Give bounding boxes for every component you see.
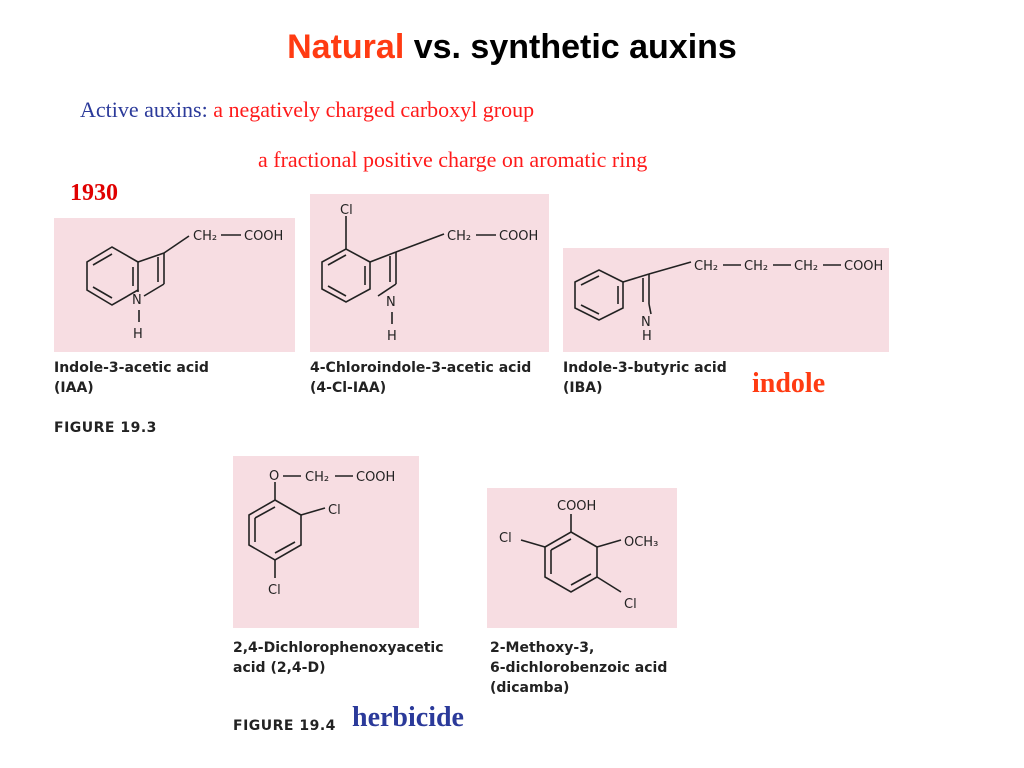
iaa-cooh-label: COOH <box>244 229 283 244</box>
dicamba-structure: COOH Cl OCH₃ Cl <box>499 499 658 612</box>
dicamba-cl1-label: Cl <box>499 531 512 546</box>
iaa-h-label: H <box>133 327 143 342</box>
cl-iaa-structure-panel: Cl N H CH₂ COOH <box>310 194 549 352</box>
iaa-name: Indole-3-acetic acid <box>54 360 209 376</box>
dicamba-name-line-3: (dicamba) <box>490 680 570 696</box>
title-rest: vs. synthetic auxins <box>404 28 737 66</box>
cl-iaa-h-label: H <box>387 329 397 344</box>
cl-iaa-cooh-label: COOH <box>499 229 538 244</box>
iba-h-label: H <box>642 329 652 344</box>
year-label: 1930 <box>70 180 118 206</box>
dicamba-name-line-1: 2-Methoxy-3, <box>490 640 595 656</box>
iaa-n-label: N <box>132 293 142 308</box>
intro-point-2: a fractional positive charge on aromatic… <box>258 147 648 172</box>
cl-iaa-structure: Cl N H CH₂ COOH <box>321 203 538 344</box>
24d-structure: O CH₂ COOH Cl Cl <box>248 469 395 598</box>
dicamba-structure-panel: COOH Cl OCH₃ Cl <box>487 488 677 628</box>
cl-iaa-abbr: (4-Cl-IAA) <box>310 380 387 396</box>
figure-19-3-label: FIGURE 19.3 <box>54 420 157 436</box>
iba-cooh-label: COOH <box>844 259 883 274</box>
iba-caption: Indole-3-butyric acid (IBA) <box>563 358 727 398</box>
24d-name-line-1: 2,4-Dichlorophenoxyacetic <box>233 640 444 656</box>
24d-structure-panel: O CH₂ COOH Cl Cl <box>233 456 419 628</box>
cl-iaa-ch2-label: CH₂ <box>447 229 471 244</box>
cl-iaa-cl-label: Cl <box>340 203 353 218</box>
dicamba-cl2-label: Cl <box>624 597 637 612</box>
iba-abbr: (IBA) <box>563 380 603 396</box>
intro-point-1: a negatively charged carboxyl group <box>213 97 535 122</box>
iba-name: Indole-3-butyric acid <box>563 360 727 376</box>
cl-iaa-name: 4-Chloroindole-3-acetic acid <box>310 360 532 376</box>
cl-iaa-n-label: N <box>386 295 396 310</box>
iba-structure-panel: N H CH₂ CH₂ CH₂ COOH <box>563 248 889 352</box>
24d-cl2-label: Cl <box>268 583 281 598</box>
iba-ch2-2-label: CH₂ <box>744 259 768 274</box>
24d-cl1-label: Cl <box>328 503 341 518</box>
cl-iaa-caption: 4-Chloroindole-3-acetic acid (4-Cl-IAA) <box>310 358 531 398</box>
24d-name-line-2: acid (2,4-D) <box>233 660 326 676</box>
iaa-structure-panel: N H CH₂ COOH <box>54 218 295 352</box>
24d-caption: 2,4-Dichlorophenoxyacetic acid (2,4-D) <box>233 638 444 678</box>
iba-ch2-3-label: CH₂ <box>794 259 818 274</box>
dicamba-cooh-label: COOH <box>557 499 596 514</box>
iaa-structure: N H CH₂ COOH <box>86 229 283 342</box>
intro-label: Active auxins: <box>80 97 208 122</box>
dicamba-caption: 2-Methoxy-3, 6-dichlorobenzoic acid (dic… <box>490 638 667 698</box>
24d-cooh-label: COOH <box>356 470 395 485</box>
iba-structure: N H CH₂ CH₂ CH₂ COOH <box>574 259 883 344</box>
24d-o-label: O <box>269 469 279 484</box>
intro-line-1: Active auxins: a negatively charged carb… <box>80 97 534 123</box>
title-highlight: Natural <box>287 28 405 66</box>
iaa-ch2-label: CH₂ <box>193 229 217 244</box>
iaa-caption: Indole-3-acetic acid (IAA) <box>54 358 209 398</box>
herbicide-label: herbicide <box>352 702 464 733</box>
iaa-abbr: (IAA) <box>54 380 94 396</box>
dicamba-name-line-2: 6-dichlorobenzoic acid <box>490 660 668 676</box>
indole-label: indole <box>752 368 826 399</box>
iba-n-label: N <box>641 315 651 330</box>
iba-ch2-1-label: CH₂ <box>694 259 718 274</box>
page-title: Natural vs. synthetic auxins <box>0 28 1024 67</box>
dicamba-och3-label: OCH₃ <box>624 535 658 550</box>
figure-19-4-label: FIGURE 19.4 <box>233 718 336 734</box>
24d-ch2-label: CH₂ <box>305 470 329 485</box>
